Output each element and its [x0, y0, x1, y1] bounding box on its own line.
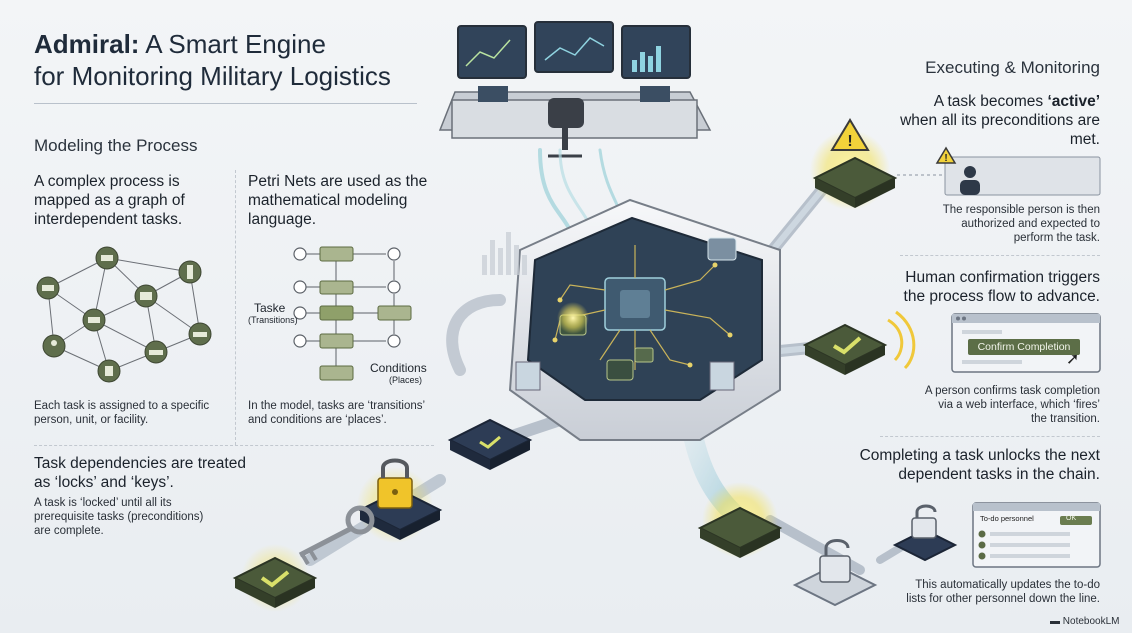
left-section-title: Modeling the Process	[34, 136, 198, 155]
locks-caption: A task is ‘locked’ until all its prerequ…	[34, 497, 204, 537]
petri-places	[293, 247, 401, 348]
active-post: when all its preconditions are met.	[900, 112, 1100, 148]
svg-text:!: !	[944, 153, 947, 164]
conditions-label: Conditions	[370, 361, 427, 375]
warning-small-icon	[935, 146, 957, 164]
active-word: ‘active’	[1047, 93, 1100, 110]
central-engine	[508, 198, 781, 441]
console-screen-center	[534, 21, 614, 73]
petri-caption: In the model, tasks are ‘transitions’ an…	[248, 400, 425, 426]
page-title: Admiral: A Smart Engine for Monitoring M…	[34, 28, 391, 92]
svg-text:!: !	[847, 133, 852, 150]
locked-task-node	[357, 458, 443, 543]
confirmed-task-node	[802, 310, 916, 375]
pending-task-node	[447, 418, 533, 470]
console-screen-left	[457, 25, 527, 79]
title-line2: for Monitoring Military Logistics	[34, 61, 391, 91]
warning-icon	[830, 118, 870, 151]
right-divider-1	[900, 255, 1100, 256]
todo-ok-button[interactable]: OK	[1066, 515, 1077, 522]
todo-title: To-do personnel	[980, 514, 1034, 523]
graph-heading: A complex process is mapped as a graph o…	[34, 173, 185, 228]
check-icon	[832, 336, 862, 355]
next-task-node-2	[892, 504, 958, 562]
check-icon-2	[260, 570, 290, 588]
column-divider	[235, 170, 236, 445]
title-line1: A Smart Engine	[139, 29, 326, 59]
active-task-node: !	[810, 118, 898, 210]
open-padlock-icon-2	[911, 517, 937, 539]
next-task-node	[792, 539, 878, 607]
confirm-heading: Human confirmation triggers the process …	[903, 269, 1100, 305]
petri-heading: Petri Nets are used as the mathematical …	[248, 173, 428, 228]
brand-label: NotebookLM	[1062, 616, 1120, 627]
unlock-heading: Completing a task unlocks the next depen…	[859, 447, 1100, 483]
right-section-title: Executing & Monitoring	[925, 58, 1100, 77]
graph-node-glyphs	[42, 255, 207, 376]
active-heading: A task becomes ‘active’ when all its pre…	[900, 92, 1100, 149]
locks-heading: Task dependencies are treated as ‘locks’…	[34, 455, 246, 491]
task-network-graph	[47, 257, 201, 372]
todo-window	[972, 502, 1101, 568]
task-sublabel: (Transitions)	[248, 315, 298, 325]
task-label: Taske	[254, 301, 286, 315]
right-divider-2	[880, 436, 1100, 437]
unlock-caption: This automatically updates the to-do lis…	[906, 579, 1100, 605]
completed-task-node	[232, 544, 318, 612]
person-icon	[964, 166, 976, 178]
check-icon-3	[479, 435, 501, 449]
signal-waves-icon	[887, 318, 904, 362]
title-emphasis: Admiral:	[34, 29, 140, 59]
cursor-icon: ➚	[1066, 351, 1080, 368]
active-caption: The responsible person is then authorize…	[942, 204, 1100, 244]
conditions-sublabel: (Places)	[389, 375, 423, 385]
petri-net	[306, 253, 395, 366]
unlocked-task-node	[697, 482, 783, 558]
petri-transitions	[319, 246, 412, 381]
active-pre: A task becomes	[933, 93, 1048, 110]
bar-signal	[482, 232, 527, 275]
control-console	[438, 21, 712, 158]
operator-chair	[548, 98, 584, 128]
key-icon	[298, 505, 375, 566]
task-nodes	[36, 246, 212, 383]
responsible-person-card: !	[897, 146, 1101, 196]
confirm-caption: A person confirms task completion via a …	[924, 385, 1100, 425]
title-divider	[34, 103, 417, 104]
left-divider	[34, 445, 434, 446]
confirm-completion-button[interactable]: Confirm Completion	[968, 339, 1080, 355]
brand-footer: ▬ NotebookLM	[1050, 616, 1119, 627]
graph-caption: Each task is assigned to a specific pers…	[34, 400, 210, 426]
open-padlock-icon	[819, 555, 851, 583]
brand-icon: ▬	[1050, 616, 1060, 627]
